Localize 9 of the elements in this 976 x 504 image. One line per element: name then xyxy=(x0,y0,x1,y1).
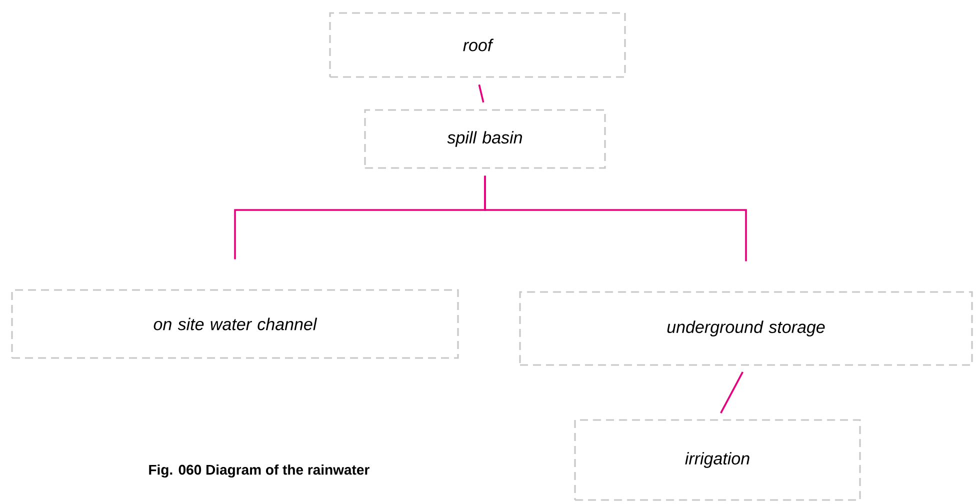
caption: Fig. 060 Diagram of the rainwater xyxy=(149,464,370,478)
process-box: underground storage xyxy=(519,291,973,366)
process-box: spill basin xyxy=(364,109,606,169)
connector-line xyxy=(484,176,747,262)
process-box: roof xyxy=(329,12,626,78)
process-box: on site water channel xyxy=(11,289,459,359)
connector-line xyxy=(478,84,484,103)
process-box: irrigation xyxy=(574,419,861,501)
connector-line xyxy=(720,372,744,414)
